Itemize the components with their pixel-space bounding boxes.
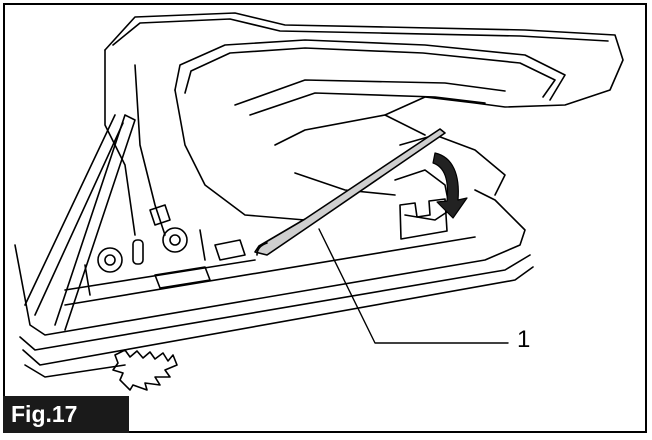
jig-saw-icon xyxy=(14,12,624,391)
callout-number-1: 1 xyxy=(517,326,531,353)
figure-label: Fig.17 xyxy=(3,396,129,433)
rotation-arrow-icon xyxy=(432,152,468,219)
figure-frame: 1 xyxy=(3,3,647,433)
hex-wrench-icon xyxy=(254,128,446,256)
